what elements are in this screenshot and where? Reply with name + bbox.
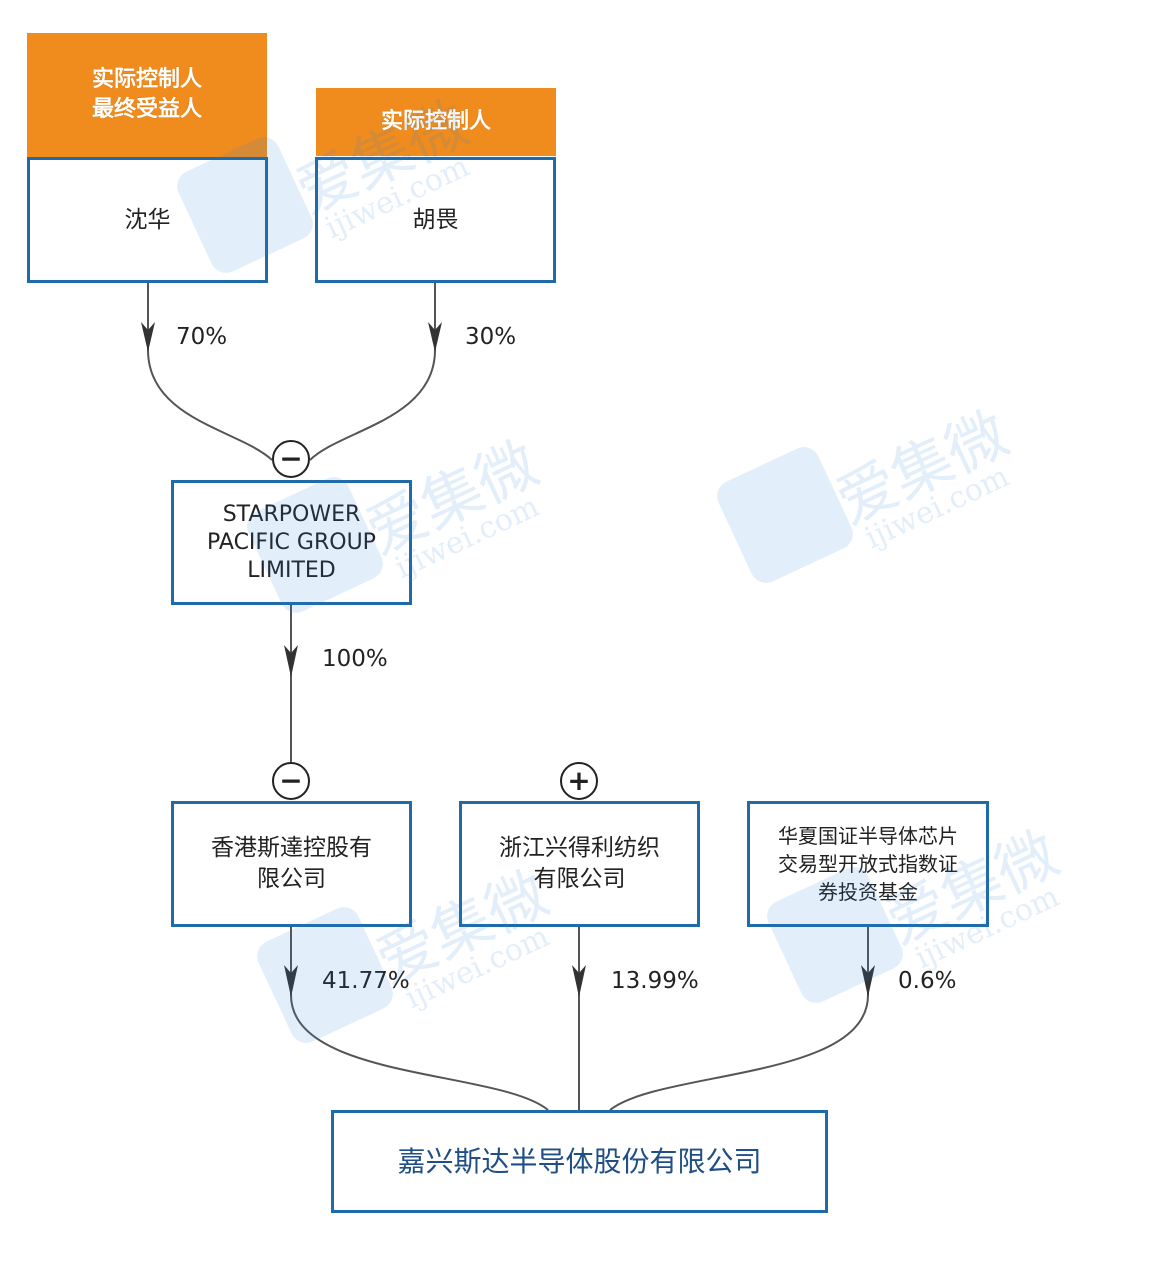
- edge-huaxia-jiaxing: [609, 926, 869, 1111]
- collapse-toggle-starpower[interactable]: −: [272, 440, 310, 478]
- arrow-head-shenhua: [141, 322, 155, 352]
- node-hk-stardak[interactable]: 香港斯達控股有 限公司: [171, 801, 412, 927]
- node-jiaxing-starpower[interactable]: 嘉兴斯达半导体股份有限公司: [331, 1110, 828, 1213]
- tag-line-2: 最终受益人: [91, 97, 202, 122]
- node-label: 胡畏: [412, 206, 459, 233]
- edge-shenhua-starpower: [147, 283, 273, 461]
- percent-hk: 41.77%: [322, 968, 410, 994]
- edge-huwei-starpower: [309, 283, 436, 461]
- arrow-head-starpower: [284, 645, 298, 677]
- tag-line-1: 实际控制人: [380, 109, 491, 134]
- percent-starpower: 100%: [322, 646, 388, 672]
- percent-huwei: 30%: [465, 324, 517, 350]
- tag-controller: 实际控制人: [316, 88, 556, 156]
- arrow-head-zhejiang: [572, 965, 586, 997]
- percent-zhejiang: 13.99%: [611, 968, 699, 994]
- arrow-head-hk: [284, 965, 298, 997]
- arrow-head-huwei: [428, 322, 442, 352]
- node-label-line-1: 香港斯達控股有: [211, 835, 372, 861]
- node-label: 沈华: [124, 206, 171, 233]
- node-zhejiang[interactable]: 浙江兴得利纺织 有限公司: [459, 801, 700, 927]
- node-label-line-1: 华夏国证半导体芯片: [778, 824, 958, 848]
- node-starpower[interactable]: STARPOWER PACIFIC GROUP LIMITED: [171, 480, 412, 605]
- node-label-line-3: 券投资基金: [818, 880, 918, 904]
- arrow-head-huaxia: [861, 965, 875, 997]
- expand-toggle-zhejiang[interactable]: +: [560, 762, 598, 800]
- percent-shenhua: 70%: [176, 324, 228, 350]
- edge-hk-jiaxing: [290, 926, 549, 1111]
- collapse-toggle-hk[interactable]: −: [272, 762, 310, 800]
- node-label-line-2: 限公司: [257, 866, 326, 892]
- node-label-line-3: LIMITED: [247, 557, 336, 583]
- node-label-line-2: PACIFIC GROUP: [207, 529, 376, 555]
- node-shen-hua[interactable]: 沈华: [27, 157, 268, 283]
- node-label-line-2: 交易型开放式指数证: [778, 852, 958, 876]
- percent-huaxia: 0.6%: [898, 968, 957, 994]
- node-label-line-2: 有限公司: [533, 866, 626, 892]
- node-huaxia[interactable]: 华夏国证半导体芯片 交易型开放式指数证 券投资基金: [747, 801, 989, 927]
- node-label: 嘉兴斯达半导体股份有限公司: [397, 1145, 762, 1178]
- node-hu-wei[interactable]: 胡畏: [315, 157, 556, 283]
- tag-line-1: 实际控制人: [91, 67, 202, 92]
- node-label-line-1: 浙江兴得利纺织: [499, 835, 660, 861]
- node-label-line-1: STARPOWER: [222, 501, 361, 527]
- tag-controller-beneficiary: 实际控制人 最终受益人: [27, 33, 267, 157]
